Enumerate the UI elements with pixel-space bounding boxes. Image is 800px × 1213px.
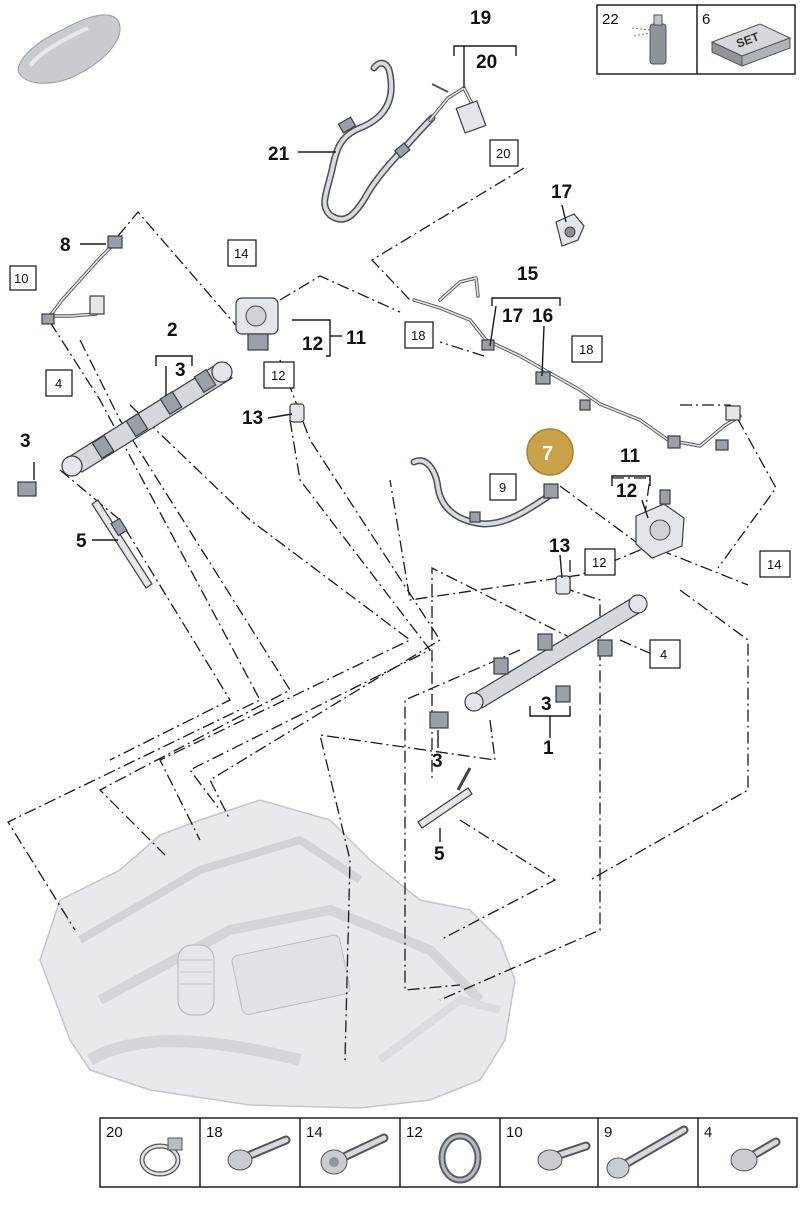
bottom-legend: 20 18 14 12 10 — [99, 1117, 798, 1188]
callout-2: 2 — [167, 320, 178, 341]
legend-num-22: 22 — [602, 11, 619, 28]
vehicle-thumbnail — [17, 14, 121, 84]
legend-num-20: 20 — [106, 1124, 123, 1141]
highlight-badge-7[interactable]: 7 — [526, 428, 574, 476]
box-14-lower: 14 — [767, 557, 781, 572]
legend-num-4: 4 — [704, 1124, 712, 1141]
fuel-line-8 — [41, 235, 123, 325]
fuel-rail-left — [17, 361, 234, 497]
callout-19: 19 — [470, 8, 491, 29]
callout-3-right-rail: 3 — [541, 694, 552, 715]
fuel-rail-right — [429, 594, 648, 729]
callout-1: 1 — [543, 738, 554, 759]
box-9: 9 — [499, 480, 506, 495]
callout-12-lower: 12 — [616, 481, 637, 502]
box-4-left: 4 — [55, 376, 62, 391]
fuel-hose-9 — [410, 457, 559, 528]
highlight-circle — [526, 428, 574, 476]
legend-num-14: 14 — [306, 1124, 323, 1141]
callout-16: 16 — [532, 306, 553, 327]
injector-right — [417, 767, 473, 829]
box-14-upper: 14 — [234, 246, 248, 261]
top-legend: 22 6 SET — [596, 4, 796, 75]
box-18-left: 18 — [411, 328, 425, 343]
callout-numbers: 19 20 21 17 8 15 17 16 2 3 12 11 3 13 5 … — [20, 8, 641, 865]
fuel-line-15 — [412, 276, 742, 451]
spray-can-icon — [631, 14, 667, 65]
box-12-lower: 12 — [592, 555, 606, 570]
pressure-sensor-17 — [555, 213, 585, 247]
hose-clamp-icon — [139, 1137, 183, 1177]
callout-5-right: 5 — [434, 844, 445, 865]
legend-num-18: 18 — [206, 1124, 223, 1141]
callout-11-lower: 11 — [620, 446, 641, 467]
set-box-icon: SET — [710, 23, 792, 67]
hex-bolt-short-icon — [227, 1135, 291, 1171]
callout-15: 15 — [517, 264, 539, 285]
torx-bolt-short-icon — [537, 1141, 591, 1171]
callout-11-upper: 11 — [346, 328, 367, 349]
legend-num-12: 12 — [406, 1124, 423, 1141]
leader-lines — [7, 167, 777, 1061]
callout-13-lower: 13 — [549, 536, 570, 557]
high-pressure-pump-lower — [555, 489, 685, 595]
box-12-upper: 12 — [271, 368, 285, 383]
boxed-references: 20 10 14 18 18 4 12 9 12 14 4 — [9, 139, 791, 669]
callout-brackets — [33, 45, 651, 842]
callout-3-left-rail: 3 — [175, 360, 186, 381]
callout-12-upper: 12 — [302, 334, 323, 355]
long-bolt-icon — [606, 1125, 689, 1179]
box-10: 10 — [14, 271, 28, 286]
box-20: 20 — [496, 146, 510, 161]
callout-17-line: 17 — [502, 306, 523, 327]
callout-5-left: 5 — [76, 531, 87, 552]
callout-3-left-sensor: 3 — [20, 431, 31, 452]
callout-17-sensor: 17 — [551, 182, 572, 203]
legend-num-10: 10 — [506, 1124, 523, 1141]
o-ring-icon — [438, 1132, 482, 1184]
callout-13-upper: 13 — [242, 408, 263, 429]
callout-3-right-sensor: 3 — [432, 751, 443, 772]
box-18-right: 18 — [579, 342, 593, 357]
high-pressure-pump-upper — [235, 297, 305, 423]
torx-bolt-icon — [730, 1137, 781, 1172]
callout-8: 8 — [60, 235, 71, 256]
injector-left — [91, 499, 153, 589]
fuel-hose-21 — [321, 59, 487, 223]
legend-num-6: 6 — [702, 11, 710, 28]
box-4-right: 4 — [660, 647, 667, 662]
callout-21: 21 — [268, 144, 290, 165]
callout-20: 20 — [476, 52, 497, 73]
legend-num-9: 9 — [604, 1124, 612, 1141]
highlight-number: 7 — [542, 443, 553, 465]
engine-block — [39, 799, 516, 1109]
socket-bolt-icon — [320, 1133, 389, 1175]
